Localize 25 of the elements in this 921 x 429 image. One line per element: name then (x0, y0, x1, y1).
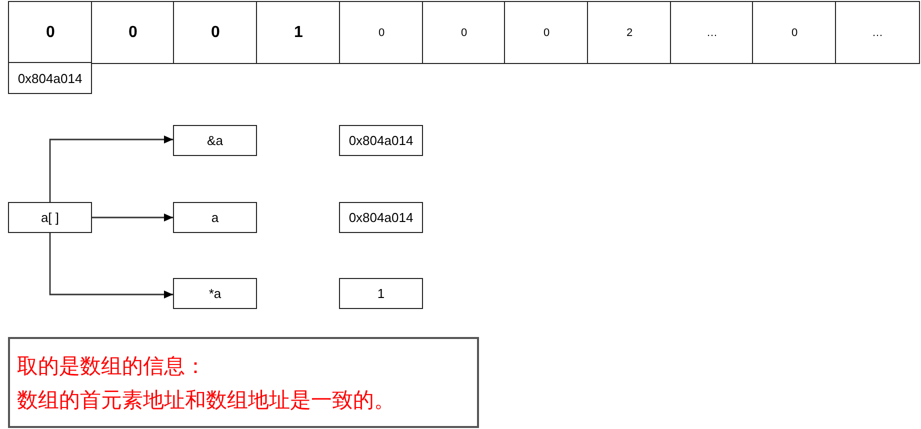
memory-cell: 2 (587, 1, 672, 64)
arrow (92, 214, 173, 222)
pointer-box: *a (173, 278, 257, 309)
memory-cell: 0 (173, 1, 258, 64)
memory-cell: … (835, 1, 920, 64)
note-text: 取的是数组的信息： (17, 354, 206, 380)
value-box: 1 (339, 278, 423, 309)
arrow (49, 136, 173, 202)
memory-cell: 1 (256, 1, 341, 64)
memory-cell: 0 (752, 1, 837, 64)
value-box: 0x804a014 (339, 125, 423, 156)
memory-cell: … (670, 1, 754, 64)
note-box (8, 337, 479, 428)
memory-cell: 0 (339, 1, 424, 64)
array-box: a[ ] (8, 202, 92, 233)
note-text: 数组的首元素地址和数组地址是一致的。 (17, 388, 395, 414)
memory-cell: 0 (422, 1, 506, 64)
value-box: 0x804a014 (339, 202, 423, 233)
memory-cell: 0 (8, 1, 93, 64)
memory-cell: 0 (91, 1, 175, 64)
pointer-box: a (173, 202, 257, 233)
memory-cell: 0 (504, 1, 589, 64)
arrow (49, 233, 173, 298)
address-box: 0x804a014 (8, 62, 92, 94)
pointer-box: &a (173, 125, 257, 156)
